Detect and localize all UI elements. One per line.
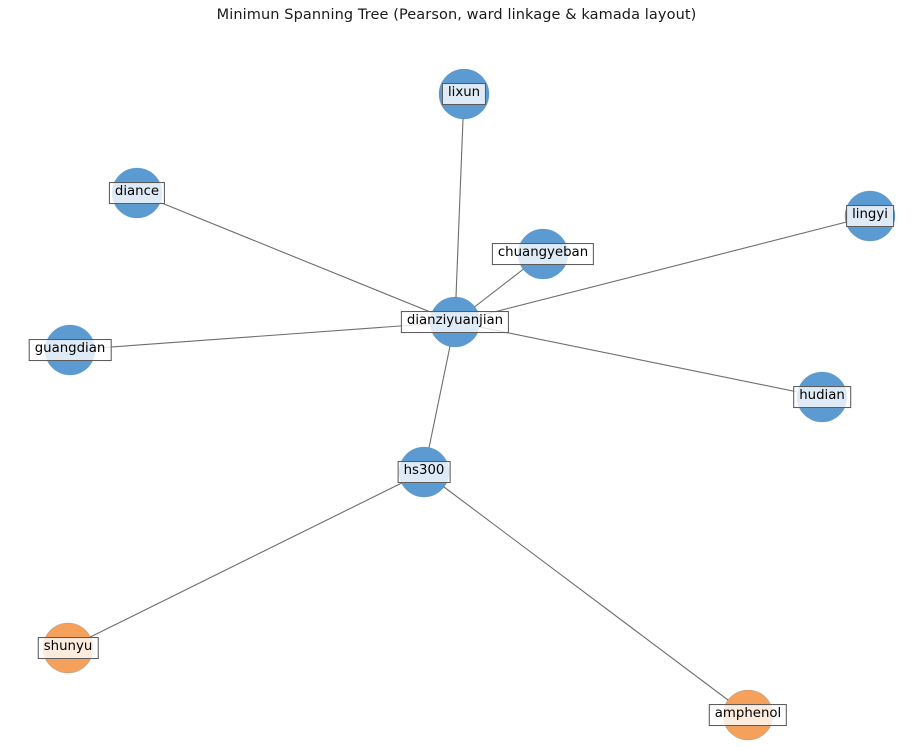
node-label-guangdian[interactable]: guangdian bbox=[28, 339, 112, 361]
nodes-group bbox=[42, 68, 896, 741]
graph-edge bbox=[454, 215, 871, 323]
node-label-hudian[interactable]: hudian bbox=[793, 386, 851, 408]
graph-edge bbox=[454, 93, 465, 323]
node-label-diance[interactable]: diance bbox=[108, 182, 166, 204]
node-label-amphenol[interactable]: amphenol bbox=[708, 704, 788, 726]
node-label-lixun[interactable]: lixun bbox=[441, 83, 487, 105]
node-label-lingyi[interactable]: lingyi bbox=[846, 205, 894, 227]
graph-edge bbox=[423, 471, 749, 716]
node-label-dianziyuanjian[interactable]: dianziyuanjian bbox=[400, 311, 510, 333]
graph-edge bbox=[423, 321, 456, 473]
node-label-hs300[interactable]: hs300 bbox=[397, 461, 451, 483]
graph-edge bbox=[454, 321, 823, 398]
page-title: Minimun Spanning Tree (Pearson, ward lin… bbox=[216, 7, 697, 23]
graph-edge bbox=[67, 471, 425, 649]
graph-edge bbox=[69, 321, 456, 351]
graph-edge bbox=[136, 192, 456, 323]
node-label-chuangyeban[interactable]: chuangyeban bbox=[491, 243, 595, 265]
node-label-shunyu[interactable]: shunyu bbox=[37, 637, 99, 659]
edges-group bbox=[67, 93, 871, 716]
